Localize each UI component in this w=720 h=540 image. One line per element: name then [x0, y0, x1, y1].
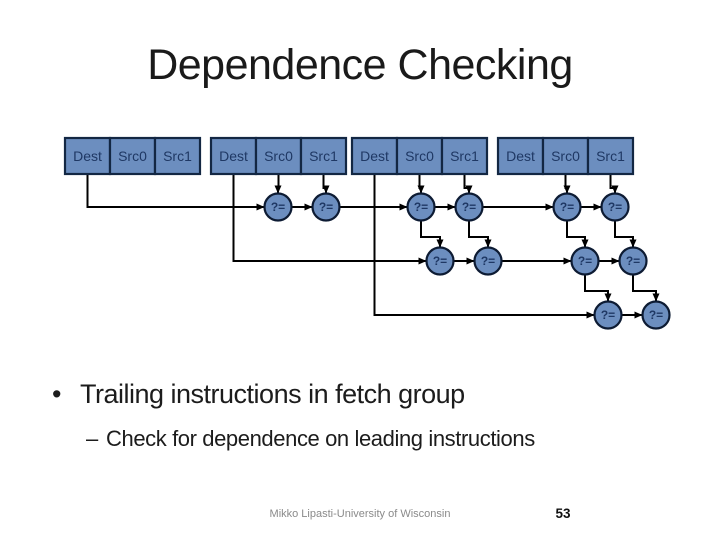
comparator-node	[311, 192, 341, 222]
operand-box-src0	[254, 136, 303, 176]
page-number: 53	[555, 506, 571, 521]
comparator-label: ?=	[271, 200, 285, 214]
operand-box-label: Src0	[118, 148, 147, 164]
dest-feed-line	[373, 174, 595, 319]
operand-box-label: Dest	[219, 148, 248, 164]
operand-box-dest	[350, 136, 399, 176]
comparator-node	[641, 300, 671, 330]
bullet-marker: •	[52, 379, 61, 409]
cascade-line	[566, 220, 589, 248]
cascade-line	[420, 220, 444, 248]
footer-text: Mikko Lipasti-University of Wisconsin	[269, 508, 451, 520]
sub-bullet-text: Check for dependence on leading instruct…	[106, 426, 535, 451]
operand-box-label: Src1	[450, 148, 479, 164]
operand-box-label: Src0	[551, 148, 580, 164]
comparator-node	[406, 192, 436, 222]
operand-box-src0	[395, 136, 444, 176]
src-drop-line	[463, 174, 473, 194]
operand-box-label: Src0	[264, 148, 293, 164]
comparator-node	[263, 192, 293, 222]
operand-box-src1	[153, 136, 202, 176]
operand-box-src0	[108, 136, 157, 176]
comparator-node	[552, 192, 582, 222]
src-drop-line	[563, 174, 571, 194]
sub-bullet-item: – Check for dependence on leading instru…	[86, 426, 686, 452]
operand-box-src1	[440, 136, 489, 176]
dest-feed-line	[232, 174, 427, 265]
operand-box-src1	[586, 136, 635, 176]
operand-box-dest	[209, 136, 258, 176]
comparator-node	[570, 246, 600, 276]
cascade-line	[632, 274, 660, 302]
comparator-label: ?=	[601, 308, 615, 322]
src-drop-line	[274, 174, 282, 194]
dependence-checking-diagram: ?= ?= ?= ?= ?= ?= ?= ?= ?= ?= ?= ?= Dest Src0 Src1 Dest…	[63, 136, 671, 330]
comparator-label: ?=	[319, 200, 333, 214]
dest-feed-line	[86, 174, 265, 211]
operand-box-label: Src0	[405, 148, 434, 164]
bullet-text: Trailing instructions in fetch group	[80, 379, 465, 409]
operand-box-label: Dest	[360, 148, 389, 164]
comparator-label: ?=	[626, 254, 640, 268]
src-drop-line	[322, 174, 330, 194]
bullet-item: • Trailing instructions in fetch group	[52, 379, 692, 410]
cascade-line	[468, 220, 492, 248]
cascade-line	[614, 220, 637, 248]
operand-box-src0	[541, 136, 590, 176]
comparator-node	[593, 300, 623, 330]
comparator-label: ?=	[433, 254, 447, 268]
operand-box-label: Dest	[73, 148, 102, 164]
comparator-label: ?=	[560, 200, 574, 214]
comparator-node	[454, 192, 484, 222]
operand-box-label: Src1	[309, 148, 338, 164]
comparator-label: ?=	[649, 308, 663, 322]
src-drop-line	[417, 174, 425, 194]
comparator-label: ?=	[578, 254, 592, 268]
operand-box-src1	[299, 136, 348, 176]
operand-box-label: Src1	[163, 148, 192, 164]
operand-box-label: Src1	[596, 148, 625, 164]
comparator-label: ?=	[481, 254, 495, 268]
cascade-line	[584, 274, 612, 302]
slide-title: Dependence Checking	[147, 41, 573, 89]
comparator-node	[473, 246, 503, 276]
comparator-label: ?=	[414, 200, 428, 214]
comparator-label: ?=	[462, 200, 476, 214]
comparator-node	[618, 246, 648, 276]
src-drop-line	[609, 174, 619, 194]
operand-box-dest	[496, 136, 545, 176]
comparator-node	[425, 246, 455, 276]
sub-bullet-marker: –	[86, 426, 98, 451]
operand-box-label: Dest	[506, 148, 535, 164]
comparator-node	[600, 192, 630, 222]
comparator-label: ?=	[608, 200, 622, 214]
